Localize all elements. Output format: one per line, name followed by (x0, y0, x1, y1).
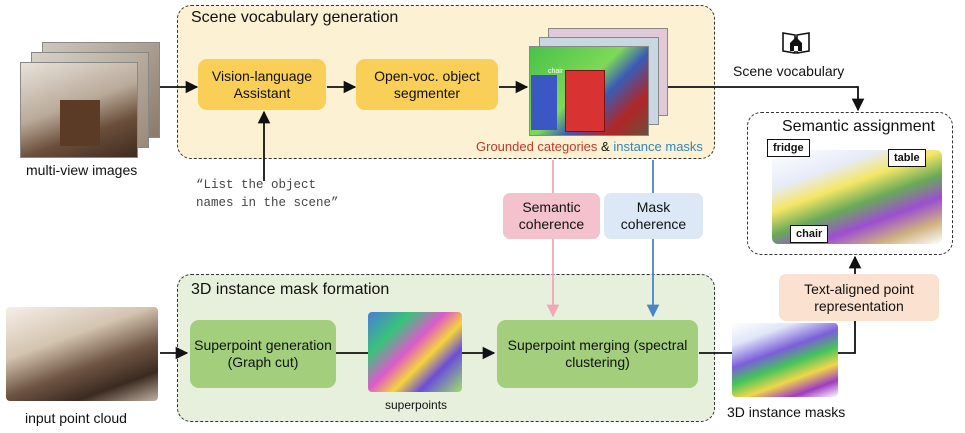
tag-table: table (888, 149, 926, 167)
vision-language-assistant-box: Vision-language Assistant (198, 59, 326, 110)
tag-chair: chair (790, 225, 829, 243)
superpoints-label: superpoints (385, 398, 448, 412)
book-house-icon (781, 29, 811, 55)
instance-masks-3d-image (732, 323, 838, 397)
ampersand-text: & (601, 139, 610, 154)
instance-masks-3d-label: 3D instance masks (727, 404, 846, 420)
prompt-text: “List the object names in the scene” (196, 176, 339, 212)
mask-formation-title: 3D instance mask formation (191, 281, 390, 298)
scene-vocabulary-label: Scene vocabulary (733, 63, 845, 79)
grounded-masks-caption: Grounded categories & instance masks (476, 139, 703, 154)
prompt-line-1: “List the object (196, 178, 317, 192)
scene-vocab-title: Scene vocabulary generation (191, 9, 399, 26)
mask-coherence-box: Mask coherence (604, 193, 703, 239)
tag-fridge: fridge (767, 139, 810, 157)
arrow-to-semantic-assignment (668, 86, 865, 112)
superpoint-merging-box: Superpoint merging (spectral clustering) (497, 320, 698, 388)
input-point-cloud-image (6, 307, 158, 401)
grounded-categories-text: Grounded categories (476, 139, 598, 154)
text-aligned-representation-box: Text-aligned point representation (779, 274, 939, 321)
superpoint-generation-box: Superpoint generation (Graph cut) (190, 320, 336, 388)
semantic-coherence-box: Semantic coherence (503, 193, 600, 239)
open-voc-segmenter-box: Open-voc. object segmenter (356, 59, 498, 110)
prompt-line-2: names in the scene” (196, 196, 339, 210)
semantic-assignment-title: Semantic assignment (782, 118, 935, 135)
superpoints-image (368, 312, 462, 392)
multi-view-images-label: multi-view images (26, 162, 138, 178)
input-point-cloud-label: input point cloud (25, 410, 127, 426)
chair-small-label: chair (548, 68, 564, 75)
instance-masks-text: instance masks (613, 139, 703, 154)
